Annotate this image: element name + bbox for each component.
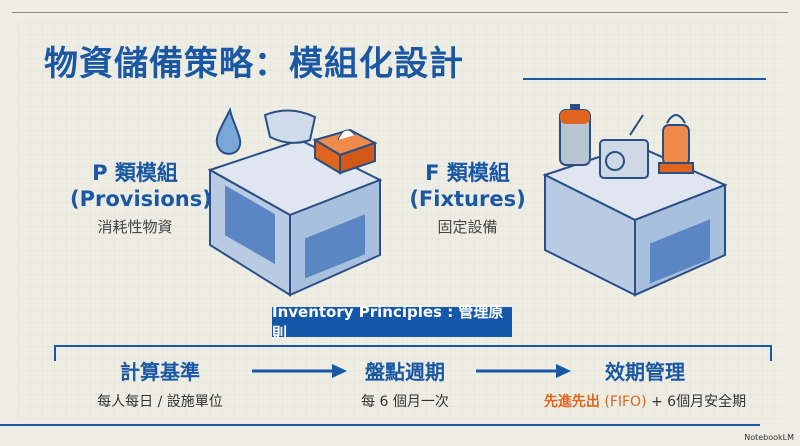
module-f-title: F 類模組 (425, 161, 510, 185)
bottom-rule (0, 424, 760, 426)
step-title: 計算基準 (120, 360, 200, 384)
step-detail: 每人每日 / 設施單位 (97, 394, 223, 410)
safety-period: + 6個月安全期 (651, 394, 747, 410)
arrow-right-icon (252, 364, 347, 378)
step-title: 效期管理 (605, 360, 685, 384)
step-expiry-management: 效期管理 先進先出 (FIFO) + 6個月安全期 (535, 356, 755, 411)
tissue-box-icon (312, 128, 378, 175)
lantern-icon (658, 114, 694, 174)
arrow-right-icon (476, 364, 571, 378)
face-mask-icon (263, 109, 317, 144)
radio-icon (599, 114, 649, 179)
step-title: 盤點週期 (365, 360, 445, 384)
module-p-title: P 類模組 (92, 161, 178, 185)
water-drop-icon (215, 106, 242, 155)
notebooklm-watermark: NotebookLM (744, 433, 794, 442)
page-title: 物資儲備策略：模組化設計 (44, 44, 464, 84)
module-f-description: 固定設備 (437, 218, 498, 236)
module-f-subtitle: (Fixtures) (409, 187, 526, 211)
module-p-crate (207, 106, 383, 297)
step-detail: 每 6 個月一次 (361, 394, 449, 410)
battery-icon (559, 104, 591, 166)
principles-bracket (54, 345, 772, 361)
title-underline (523, 78, 766, 80)
principles-banner: Inventory Principles : 管理原則 (272, 303, 512, 342)
module-f-crate (542, 104, 728, 297)
module-f-label: F 類模組 (Fixtures) 固定設備 (405, 160, 530, 237)
module-p-subtitle: (Provisions) (70, 187, 212, 211)
step-calculation-basis: 計算基準 每人每日 / 設施單位 (50, 356, 270, 411)
fifo-highlight: 先進先出 (543, 394, 600, 410)
crate-icon (542, 143, 728, 297)
frame-line (12, 12, 788, 13)
step-inventory-cycle: 盤點週期 每 6 個月一次 (295, 356, 515, 411)
step-detail: 先進先出 (FIFO) + 6個月安全期 (535, 391, 755, 411)
fifo-paren: (FIFO) (604, 394, 647, 410)
module-p-description: 消耗性物資 (97, 218, 173, 236)
module-p-label: P 類模組 (Provisions) 消耗性物資 (70, 160, 212, 237)
